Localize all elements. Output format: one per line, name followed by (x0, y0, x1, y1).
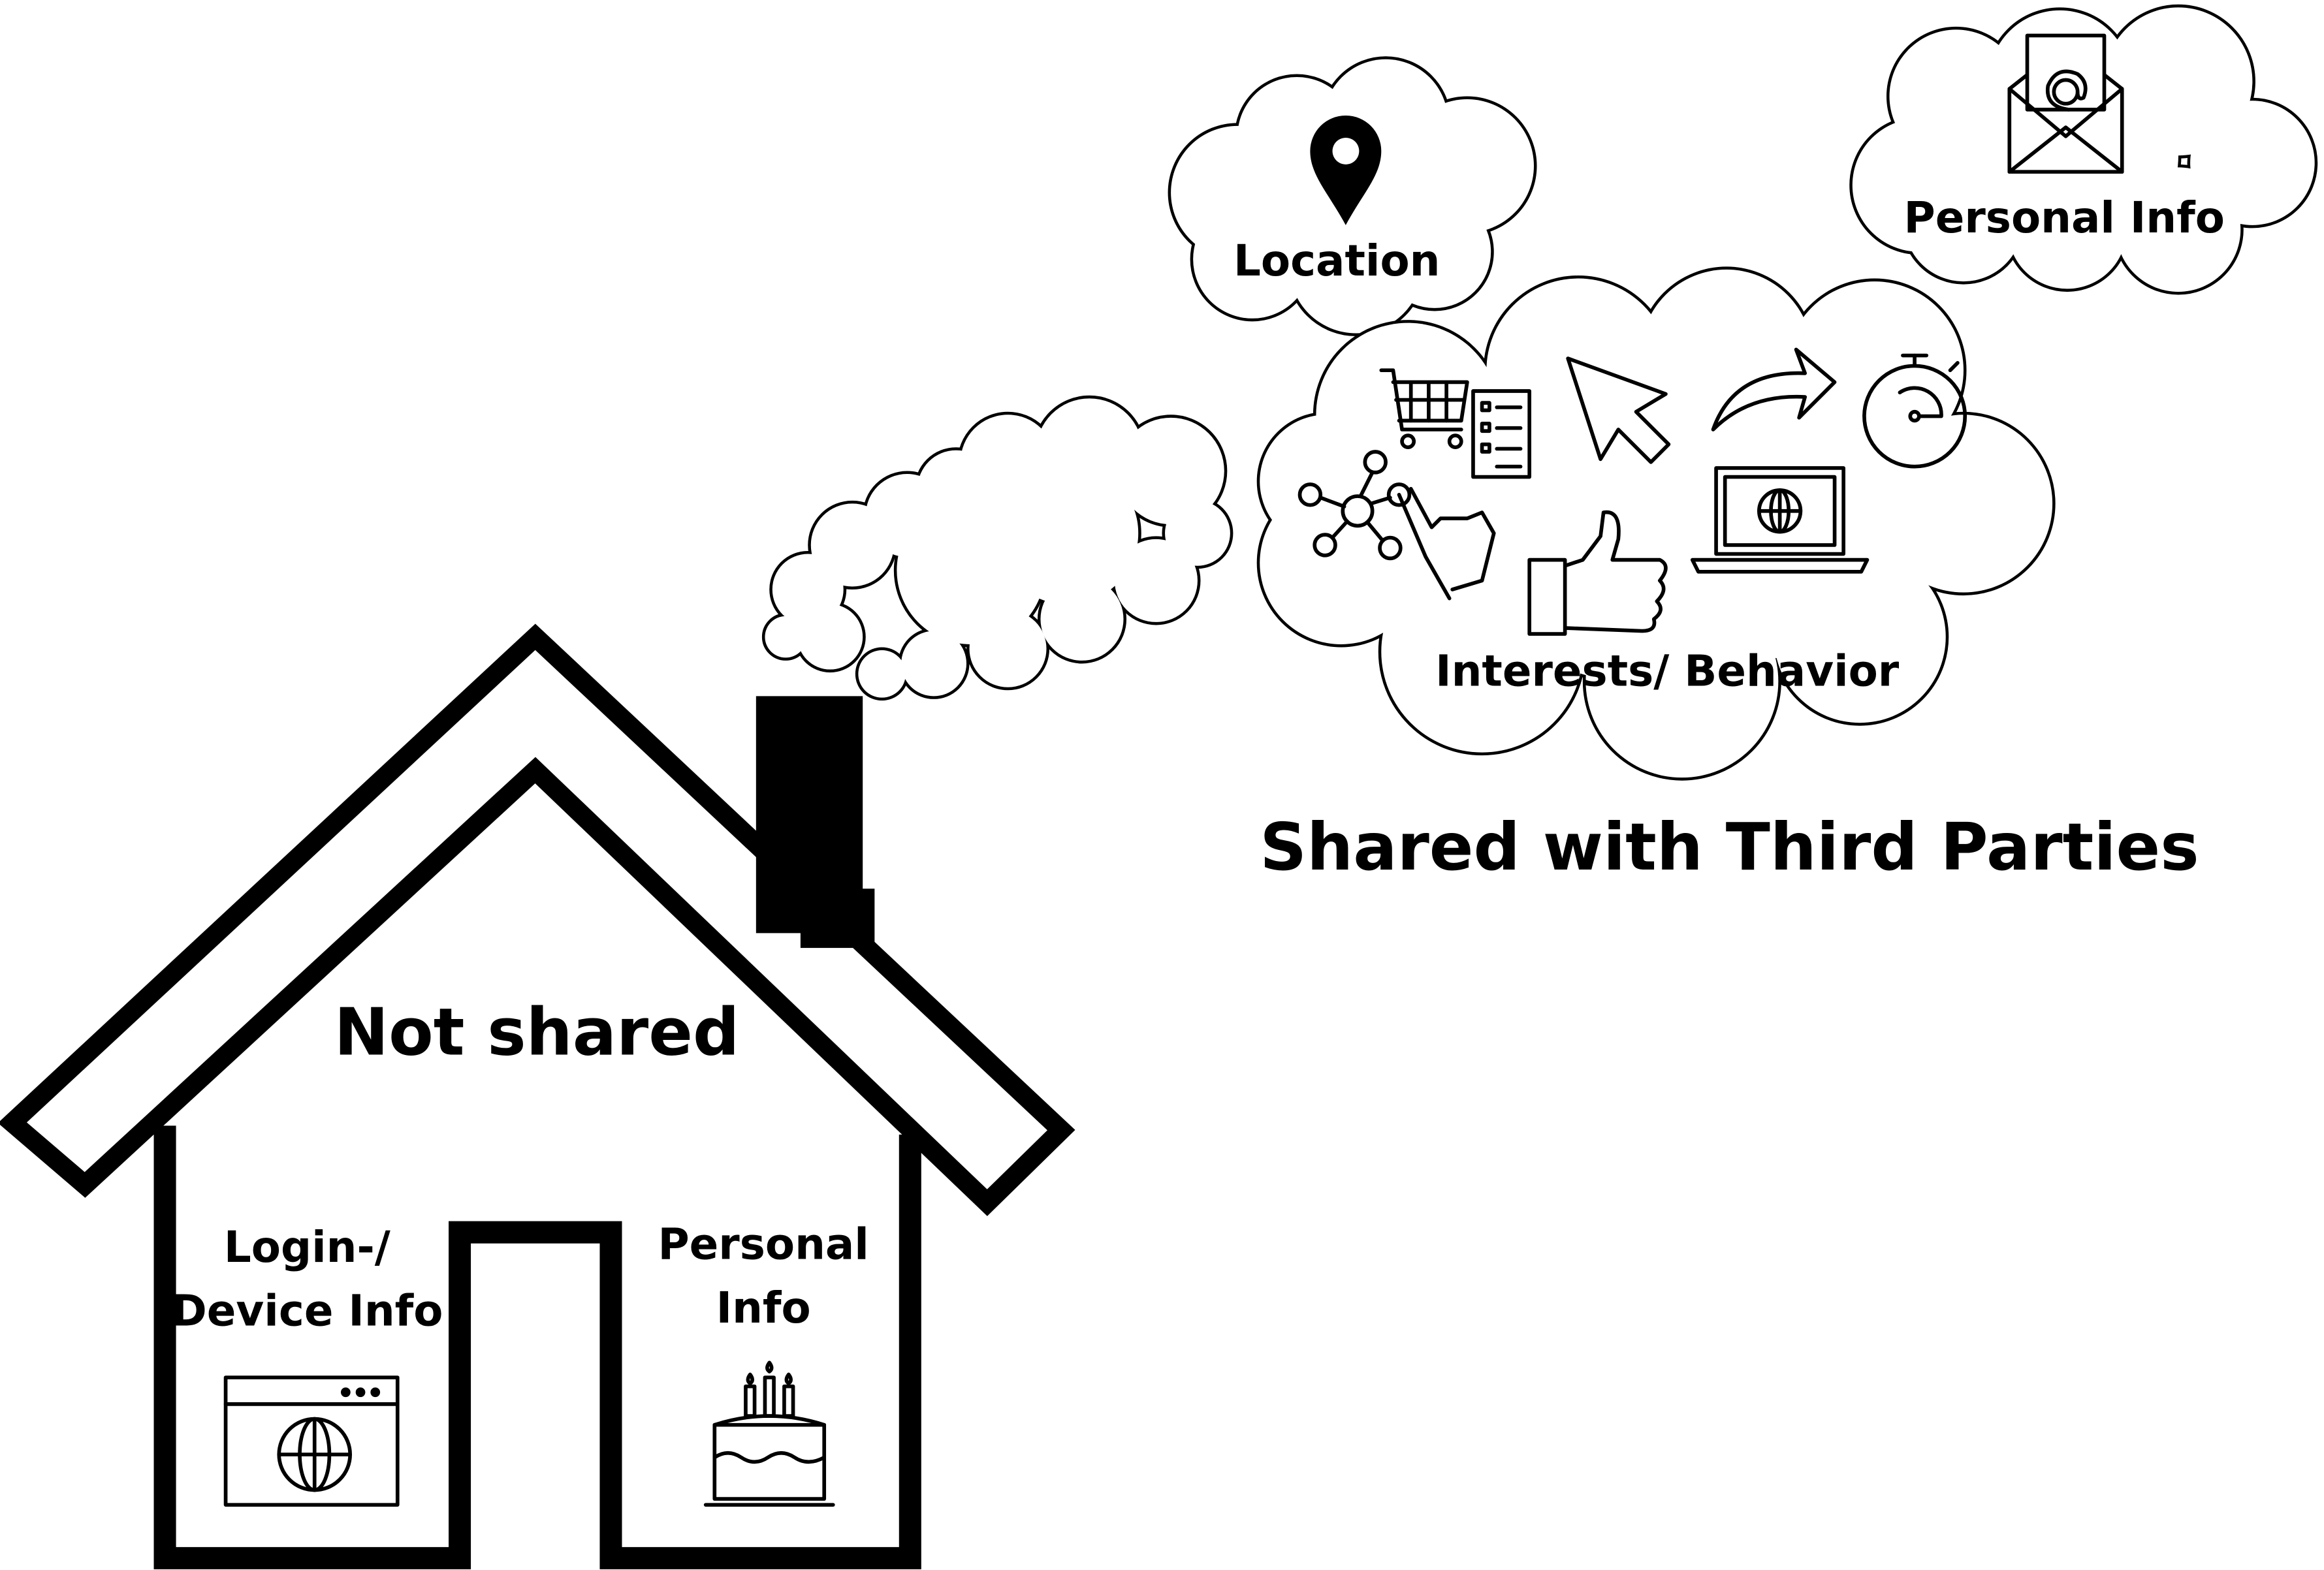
stopwatch-icon (1862, 353, 1967, 469)
house (0, 623, 1075, 1569)
thumbs-up-icon (1527, 510, 1668, 636)
laptop-globe-icon (1690, 466, 1870, 574)
login-label-line2: Device Info (171, 1286, 443, 1336)
personal-label-line1: Personal (658, 1219, 868, 1270)
birthday-cake-icon (703, 1360, 835, 1507)
house-walls (153, 1125, 921, 1569)
house-roof (0, 623, 1075, 1216)
interests-cloud (1260, 270, 2052, 777)
location-pin-icon (1310, 115, 1382, 225)
location-label: Location (1234, 236, 1441, 286)
login-label-line1: Login-/ (224, 1222, 391, 1272)
personal-label-line2: Info (716, 1283, 811, 1333)
share-arrow-icon (1711, 347, 1837, 432)
chimney-smoke (765, 398, 1230, 697)
browser-globe-icon (223, 1375, 400, 1507)
shopping-cart-icon (1379, 368, 1469, 450)
social-network-icon (1297, 450, 1496, 601)
interests-behavior-label: Interests/ Behavior (1435, 646, 1900, 696)
cursor-arrow-icon (1566, 356, 1671, 464)
not-shared-title: Not shared (334, 994, 740, 1070)
shared-with-third-parties-caption: Shared with Third Parties (1260, 809, 2199, 885)
email-envelope-icon (2007, 33, 2124, 174)
personal-info-cloud-label: Personal Info (1904, 193, 2225, 243)
checklist-icon (1471, 389, 1532, 479)
